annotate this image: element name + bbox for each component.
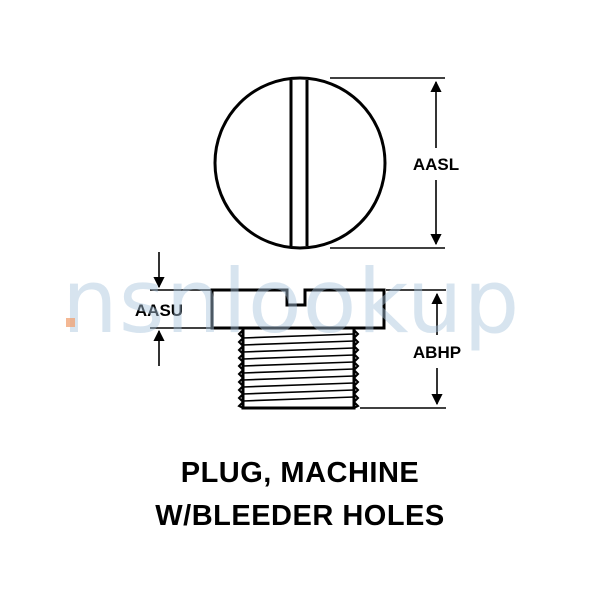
dimension-aasu [150, 252, 212, 366]
label-aasu: AASU [135, 301, 183, 320]
thread-edges [237, 329, 360, 409]
head-circle [213, 76, 387, 250]
thread-lines [242, 333, 355, 402]
label-abhp: ABHP [413, 343, 461, 362]
dimension-abhp [360, 289, 446, 409]
title-line-2: W/BLEEDER HOLES [155, 500, 445, 532]
watermark-text: nsnlookup [62, 250, 520, 353]
watermark-dot [66, 318, 75, 327]
dimension-aasl [330, 77, 445, 249]
title-line-1: PLUG, MACHINE [180, 457, 420, 489]
label-aasl: AASL [413, 155, 459, 174]
top-view [213, 76, 387, 250]
watermark: nsnlookup [62, 250, 520, 353]
